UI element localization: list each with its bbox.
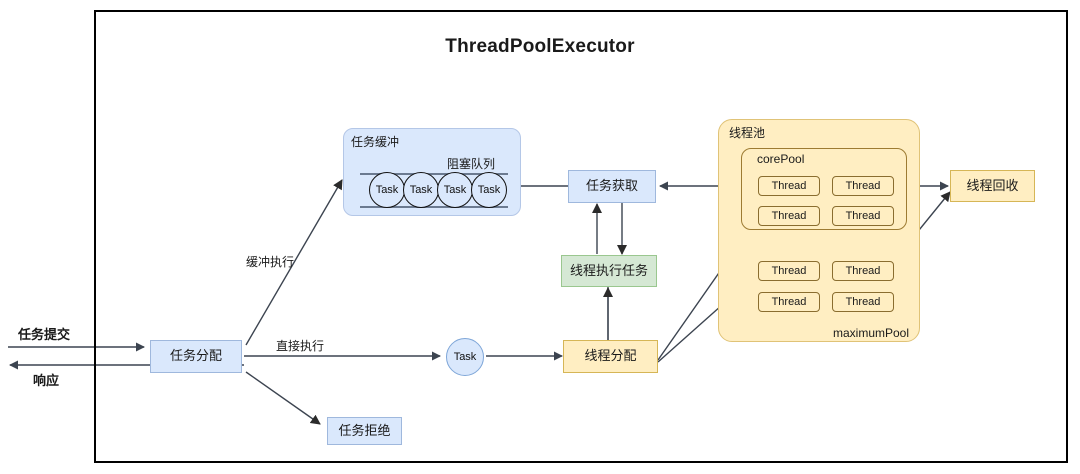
queue-task-circle: Task [403,172,439,208]
edge-label-response: 响应 [33,373,60,388]
blocking-queue-title: 阻塞队列 [447,157,496,171]
edge-task-reject [245,371,321,425]
core-pool-title: corePool [757,152,805,166]
task-dispatch-node[interactable]: 任务分配 [150,340,242,373]
max-thread-box[interactable]: Thread [832,261,894,281]
core-thread-box[interactable]: Thread [832,176,894,196]
thread-dispatch-node[interactable]: 线程分配 [563,340,658,373]
thread-pool-title: 线程池 [729,126,766,140]
edge-buffered-exec [245,179,343,346]
max-thread-box[interactable]: Thread [758,292,820,312]
core-pool-container [741,148,907,230]
task-fetch-node[interactable]: 任务获取 [568,170,656,203]
queue-rail-bottom [360,206,508,208]
edge-label-task-submit: 任务提交 [18,327,71,342]
task-circle-node[interactable]: Task [446,338,484,376]
queue-rail-top [360,173,508,175]
thread-execute-node[interactable]: 线程执行任务 [561,255,657,287]
core-thread-box[interactable]: Thread [758,176,820,196]
task-buffer-title: 任务缓冲 [351,135,400,149]
task-reject-node[interactable]: 任务拒绝 [327,417,402,445]
edge-label-buffered-exec: 缓冲执行 [246,255,295,269]
core-thread-box[interactable]: Thread [758,206,820,226]
queue-task-circle: Task [369,172,405,208]
page-title: ThreadPoolExecutor [445,36,635,57]
queue-task-circle: Task [471,172,507,208]
queue-task-circle: Task [437,172,473,208]
max-thread-box[interactable]: Thread [758,261,820,281]
core-thread-box[interactable]: Thread [832,206,894,226]
max-thread-box[interactable]: Thread [832,292,894,312]
maximum-pool-title: maximumPool [833,326,910,340]
diagram-frame [94,10,1068,463]
thread-recycle-node[interactable]: 线程回收 [950,170,1035,202]
edge-label-direct-exec: 直接执行 [276,339,325,353]
